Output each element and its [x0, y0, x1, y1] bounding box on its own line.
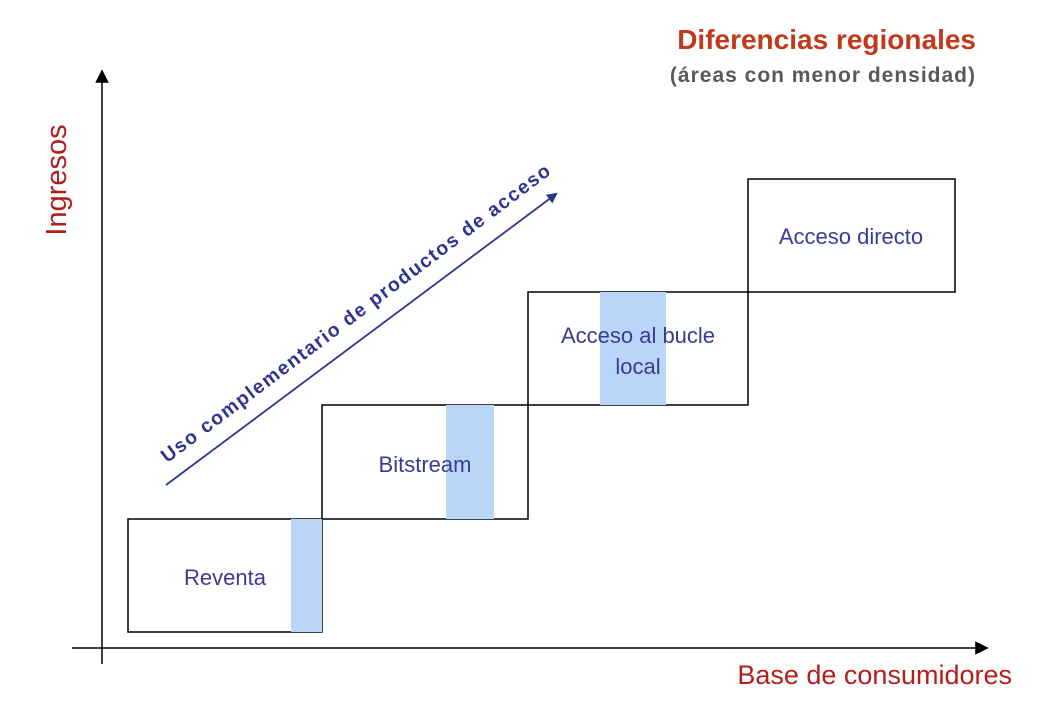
- y-axis-label: Ingresos: [41, 124, 73, 235]
- overlap-bar-2: [446, 405, 494, 519]
- step-label-reventa: Reventa: [184, 565, 267, 590]
- step-label-bucle-line2: local: [615, 354, 660, 379]
- step-box-acceso-directo: [747, 178, 956, 293]
- x-axis-label: Base de consumidores: [737, 660, 1012, 690]
- overlap-bar-3: [600, 292, 666, 405]
- step-box-bitstream: [321, 404, 529, 520]
- step-label-bitstream: Bitstream: [379, 452, 472, 477]
- complementary-use-arrow: [165, 192, 558, 486]
- step-label-acceso-directo: Acceso directo: [779, 224, 923, 249]
- complementary-use-label: Uso complementario de productos de acces…: [157, 159, 556, 467]
- diagram-subtitle: (áreas con menor densidad): [669, 64, 976, 87]
- diagram-title: Diferencias regionales: [677, 24, 976, 55]
- overlap-bar-1: [291, 519, 322, 632]
- step-label-bucle-line1: Acceso al bucle: [561, 323, 715, 348]
